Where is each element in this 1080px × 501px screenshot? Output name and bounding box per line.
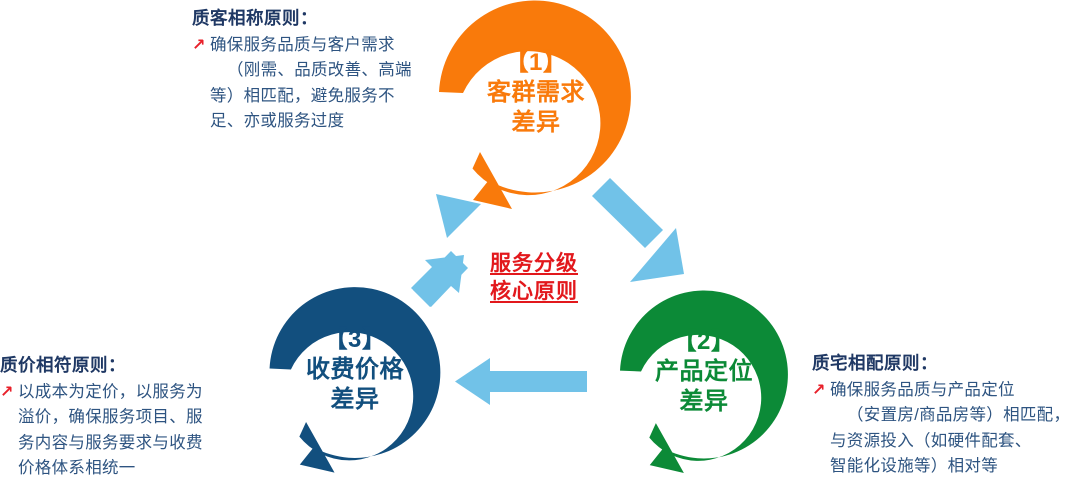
note-right-title: 质宅相配原则： [812, 353, 938, 373]
node-3-label: 【3】 收费价格 差异 [285, 325, 425, 415]
node-3-line1: 收费价格 [306, 356, 404, 383]
note-line: 智能化设施等）相对等 [830, 457, 998, 476]
note-left-lines: 以成本为定价，以服务为 溢价，确保服务项目、服 务内容与服务要求与收费 价格体系… [18, 380, 203, 482]
note-line: 确保服务品质与产品定位 [830, 380, 1015, 399]
note-top-title: 质客相称原则： [192, 8, 318, 28]
center-title-line2: 核心原则 [490, 280, 578, 303]
note-line: 溢价，确保服务项目、服 [18, 408, 203, 427]
note-top: 质客相称原则： ↗ 确保服务品质与客户需求 （刚需、品质改善、高端 等）相匹配，… [192, 8, 412, 135]
note-line: 足、亦或服务过度 [210, 112, 345, 131]
arrow-1-to-2 [592, 178, 684, 282]
node-2-label: 【2】 产品定位 差异 [637, 327, 771, 417]
node-2-line2: 差异 [679, 388, 729, 415]
node-2-number: 【2】 [672, 328, 736, 355]
node-1-line1: 客群需求 [487, 79, 585, 106]
note-line: 务内容与服务要求与收费 [18, 433, 203, 452]
arrow-3-to-1-shape [411, 194, 481, 307]
center-title: 服务分级 核心原则 [470, 250, 598, 306]
node-3-number: 【3】 [323, 326, 387, 353]
arrow-bullet-icon: ↗ [812, 381, 826, 399]
node-1-number: 【1】 [504, 49, 568, 76]
node-1-label: 【1】 客群需求 差异 [462, 48, 610, 138]
note-left: 质价相符原则： ↗ 以成本为定价，以服务为 溢价，确保服务项目、服 务内容与服务… [0, 355, 203, 482]
note-line: 确保服务品质与客户需求 [210, 35, 395, 54]
note-right-lines: 确保服务品质与产品定位 （安置房/商品房等）相匹配， 与资源投入（如硬件配套、 … [830, 378, 1070, 480]
arrow-2-to-3 [455, 358, 587, 405]
arrow-bullet-icon: ↗ [0, 383, 14, 401]
note-line: （刚需、品质改善、高端 [227, 61, 412, 80]
node-1-line2: 差异 [511, 109, 561, 136]
note-line: 价格体系相统一 [18, 459, 136, 478]
node-3-line2: 差异 [330, 386, 380, 413]
node-2-line1: 产品定位 [655, 358, 753, 385]
arrow-bullet-icon: ↗ [192, 36, 206, 54]
note-line: 以成本为定价，以服务为 [18, 382, 203, 401]
note-line: 与资源投入（如硬件配套、 [830, 431, 1032, 450]
note-line: 等）相匹配，避免服务不 [210, 86, 395, 105]
note-line: （安置房/商品房等）相匹配， [847, 406, 1071, 425]
note-right: 质宅相配原则： ↗ 确保服务品质与产品定位 （安置房/商品房等）相匹配， 与资源… [812, 353, 1070, 480]
note-top-lines: 确保服务品质与客户需求 （刚需、品质改善、高端 等）相匹配，避免服务不 足、亦或… [210, 33, 412, 135]
note-left-title: 质价相符原则： [0, 355, 126, 375]
center-title-line1: 服务分级 [490, 252, 578, 275]
